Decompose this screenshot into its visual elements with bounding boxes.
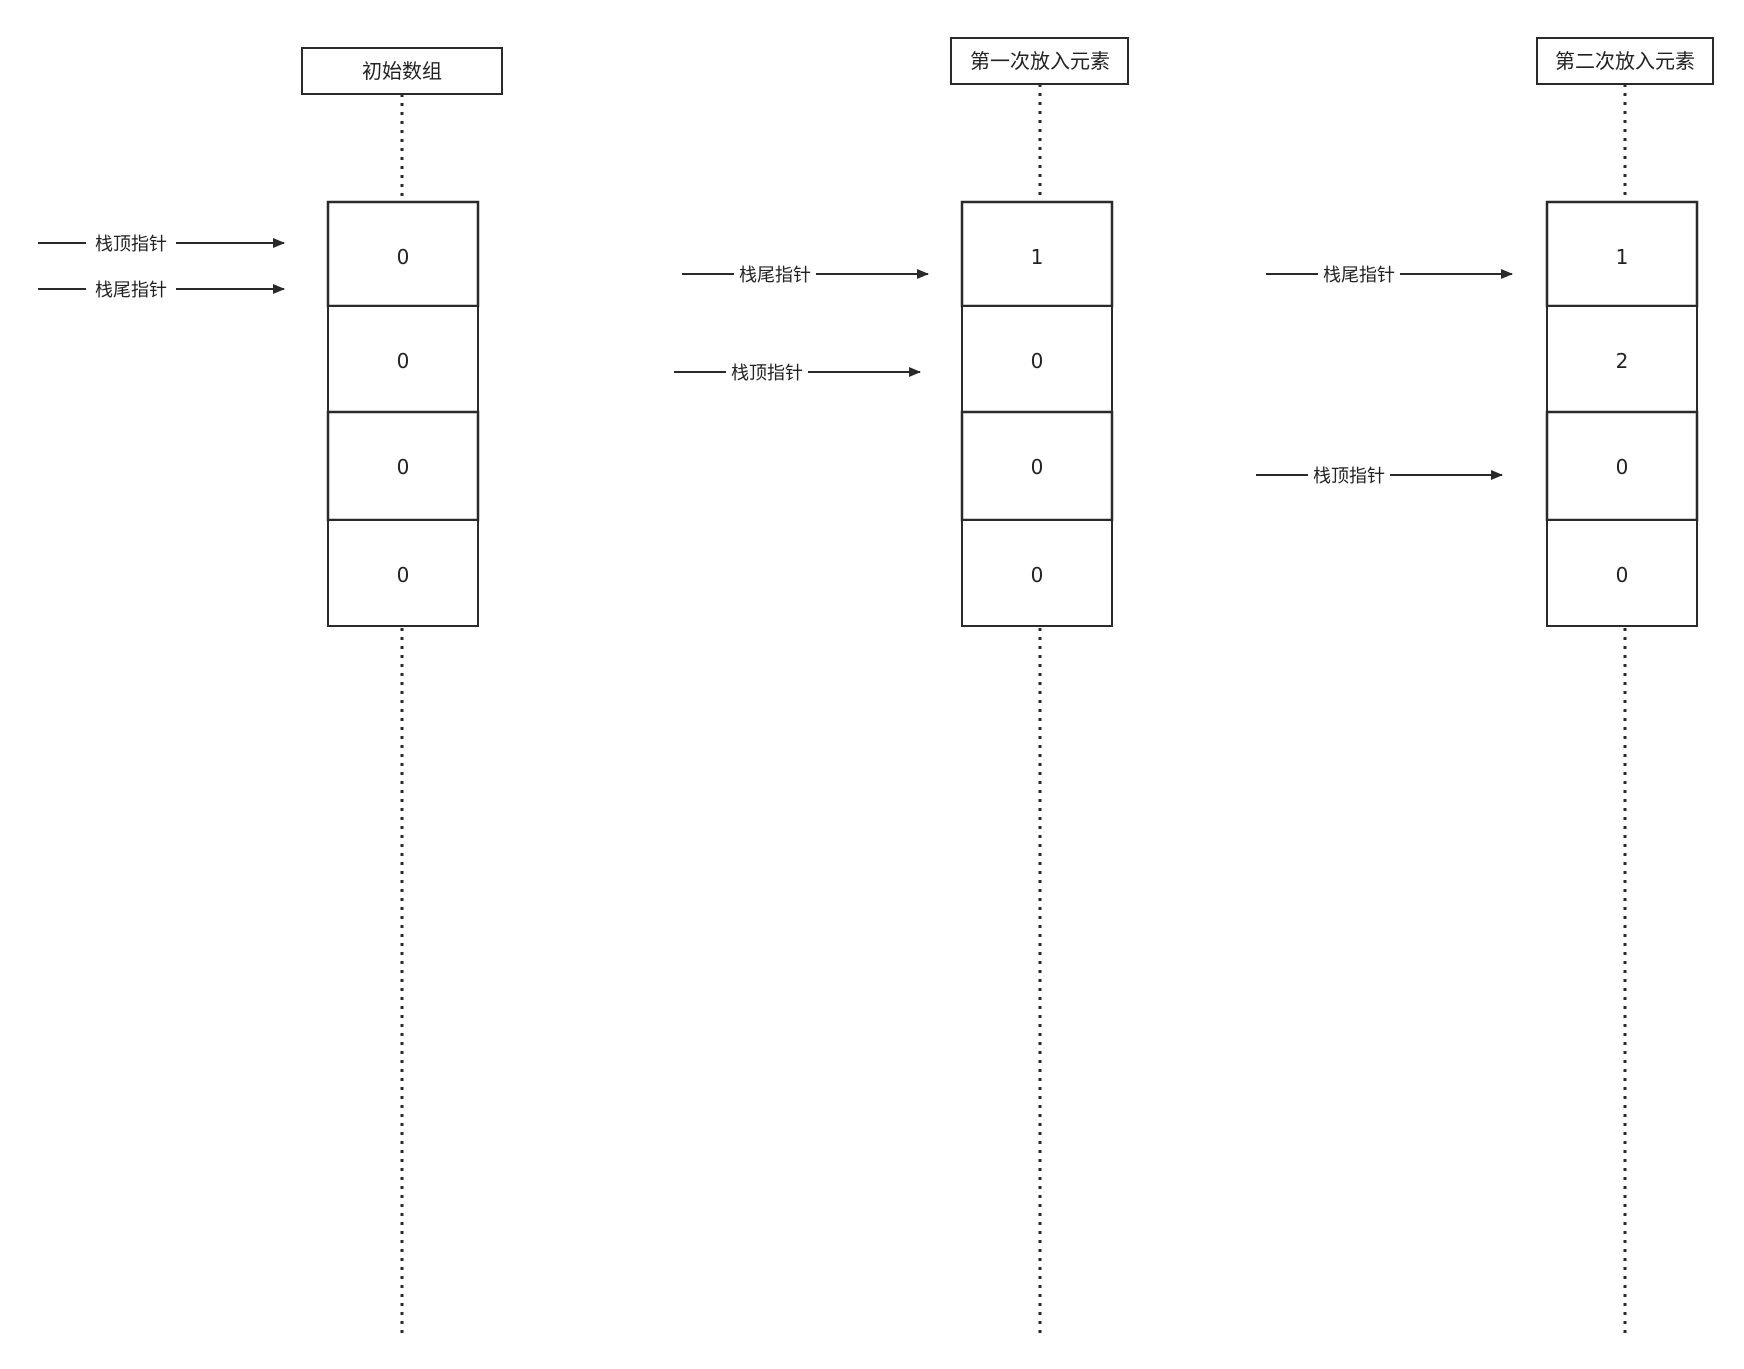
cell-value: 0 — [1616, 455, 1629, 479]
pointer-label: 栈顶指针 — [731, 363, 803, 384]
cell-value: 0 — [397, 455, 410, 479]
array-cell-1 — [961, 305, 1113, 413]
stage-title: 第二次放入元素 — [1555, 49, 1695, 73]
pointer-label: 栈顶指针 — [1313, 466, 1385, 487]
stage-title: 第一次放入元素 — [970, 49, 1110, 73]
pointer-arrow: 栈顶指针 — [674, 363, 921, 384]
array-cell-0 — [960, 200, 1114, 308]
cell-value: 0 — [1031, 563, 1044, 587]
pointer-label: 栈尾指针 — [1323, 265, 1395, 286]
array-cell-3 — [1546, 519, 1698, 627]
pointer-arrow: 栈顶指针 — [1256, 466, 1503, 487]
array-cell-3 — [961, 519, 1113, 627]
array-cell-1 — [327, 305, 479, 413]
stage-title-box — [1536, 37, 1714, 85]
cell-value: 2 — [1616, 349, 1629, 373]
cell-value: 0 — [397, 245, 410, 269]
stage-title-box — [950, 37, 1129, 85]
cell-value: 0 — [1616, 563, 1629, 587]
cell-value: 0 — [397, 349, 410, 373]
cell-value: 0 — [1031, 455, 1044, 479]
array-cell-2 — [1545, 410, 1699, 522]
array-cell-0 — [1545, 200, 1699, 308]
pointer-arrow: 栈尾指针 — [38, 280, 285, 301]
array-cell-0 — [326, 200, 480, 308]
pointer-arrow: 栈尾指针 — [1266, 265, 1513, 286]
pointer-arrow: 栈顶指针 — [38, 234, 285, 255]
cell-value: 1 — [1616, 245, 1629, 269]
pointer-label: 栈顶指针 — [95, 234, 167, 255]
pointer-label: 栈尾指针 — [739, 265, 811, 286]
array-cell-2 — [326, 410, 480, 522]
stage-initial: 初始数组 0 0 0 0 栈顶指针 栈尾指针 — [38, 47, 503, 1333]
array-cell-1 — [1546, 305, 1698, 413]
stage-title-box — [301, 47, 503, 95]
pointer-arrow: 栈尾指针 — [682, 265, 929, 286]
cell-value: 0 — [397, 563, 410, 587]
stage-first-insert: 第一次放入元素 1 0 0 0 栈尾指针 栈顶指针 — [674, 37, 1129, 1333]
pointer-label: 栈尾指针 — [95, 280, 167, 301]
stage-second-insert: 第二次放入元素 1 2 0 0 栈尾指针 栈顶指针 — [1256, 37, 1714, 1333]
array-cell-3 — [327, 519, 479, 627]
cell-value: 1 — [1031, 245, 1044, 269]
array-cell-2 — [960, 410, 1114, 522]
stage-title: 初始数组 — [362, 59, 442, 83]
cell-value: 0 — [1031, 349, 1044, 373]
